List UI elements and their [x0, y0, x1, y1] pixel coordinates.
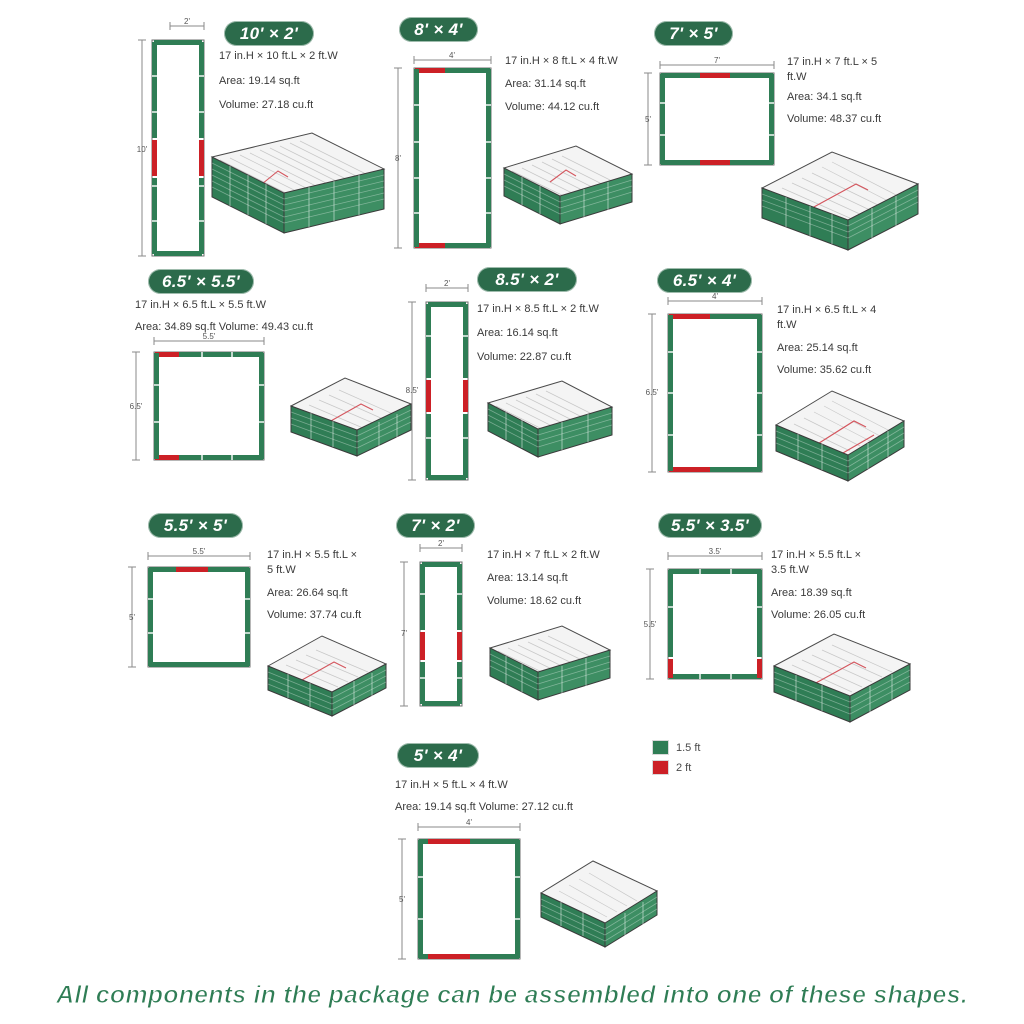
size-badge-8x4: 8' × 4'	[399, 17, 478, 42]
size-badge-7x5: 7' × 5'	[654, 21, 733, 46]
spec-area-55x35: Area: 18.39 sq.ft	[771, 587, 852, 599]
iso-bed-65x4	[770, 385, 910, 485]
spec-area-65x4: Area: 25.14 sq.ft	[777, 342, 858, 354]
plan-dim-h-7x5: 5'	[645, 115, 651, 124]
legend-label-2ft: 2 ft	[676, 761, 692, 774]
plan-dim-h-8x4: 8'	[395, 154, 401, 163]
iso-bed-7x5	[756, 146, 924, 254]
spec-volume-55x35: Volume: 26.05 cu.ft	[771, 609, 866, 621]
spec-dimensions-55x35: 17 in.H × 5.5 ft.L × 3.5 ft.W	[771, 549, 862, 576]
iso-bed-85x2	[482, 375, 618, 471]
plan-dim-w-65x55: 5.5'	[203, 332, 216, 341]
spec-dimensions-55x5: 17 in.H × 5.5 ft.L × 5 ft.W	[267, 549, 358, 576]
spec-volume-10x2: Volume: 27.18 cu.ft	[219, 99, 314, 111]
iso-bed-55x5	[262, 630, 392, 722]
size-badge-55x5: 5.5' × 5'	[148, 513, 243, 538]
plan-view-55x35: 3.5' 5.5'	[636, 545, 776, 689]
plan-dim-w-5x4: 4'	[466, 818, 472, 827]
plan-dim-w-55x35: 3.5'	[709, 547, 722, 556]
spec-area-7x5: Area: 34.1 sq.ft	[787, 91, 862, 103]
spec-volume-85x2: Volume: 22.87 cu.ft	[477, 351, 572, 363]
plan-dim-h-55x5: 5'	[129, 613, 135, 622]
legend-swatch-green	[652, 740, 669, 755]
plan-dim-h-5x4: 5'	[399, 895, 405, 904]
size-badge-5x4: 5' × 4'	[397, 743, 479, 768]
plan-dim-h-7x2: 7'	[401, 629, 407, 638]
iso-bed-5x4	[535, 855, 663, 951]
iso-bed-7x2	[484, 620, 616, 714]
plan-view-85x2: 2' 8.5'	[404, 278, 474, 490]
iso-bed-65x55	[285, 372, 417, 464]
spec-area-8x4: Area: 31.14 sq.ft	[505, 78, 586, 90]
spec-area-7x2: Area: 13.14 sq.ft	[487, 572, 568, 584]
spec-dimensions-7x2: 17 in.H × 7 ft.L × 2 ft.W	[487, 549, 600, 561]
iso-bed-55x35	[768, 628, 918, 726]
plan-dim-h-65x55: 6.5'	[130, 402, 143, 411]
legend-item-1-5ft: 1.5 ft	[652, 740, 700, 755]
legend-swatch-red	[652, 760, 669, 775]
panel-legend: 1.5 ft 2 ft	[652, 740, 700, 780]
plan-dim-h-65x4: 6.5'	[646, 388, 659, 397]
iso-bed-10x2	[204, 127, 390, 257]
plan-view-55x5: 5.5' 5'	[118, 545, 258, 677]
plan-view-7x5: 7' 5'	[640, 55, 780, 175]
spec-dimensions-65x4: 17 in.H × 6.5 ft.L × 4 ft.W	[777, 304, 877, 331]
spec-dimensions-85x2: 17 in.H × 8.5 ft.L × 2 ft.W	[477, 303, 599, 315]
plan-dim-h-10x2: 10'	[137, 145, 148, 154]
spec-dimensions-8x4: 17 in.H × 8 ft.L × 4 ft.W	[505, 55, 618, 67]
plan-dim-w-55x5: 5.5'	[193, 547, 206, 556]
size-badge-85x2: 8.5' × 2'	[477, 267, 577, 292]
size-badge-65x55: 6.5' × 5.5'	[148, 269, 254, 294]
plan-dim-w-85x2: 2'	[444, 279, 450, 288]
spec-volume-7x5: Volume: 48.37 cu.ft	[787, 113, 882, 125]
spec-dimensions-5x4: 17 in.H × 5 ft.L × 4 ft.W	[395, 779, 508, 791]
spec-dimensions-7x5: 17 in.H × 7 ft.L × 5 ft.W	[787, 56, 878, 83]
spec-dimensions-65x55: 17 in.H × 6.5 ft.L × 5.5 ft.W	[135, 299, 267, 311]
plan-dim-h-55x35: 5.5'	[644, 620, 657, 629]
spec-dimensions-10x2: 17 in.H × 10 ft.L × 2 ft.W	[219, 50, 338, 62]
plan-view-5x4: 4' 5'	[390, 815, 530, 967]
spec-volume-65x4: Volume: 35.62 cu.ft	[777, 364, 872, 376]
plan-view-7x2: 2' 7'	[396, 538, 470, 716]
spec-areavolume-5x4: Area: 19.14 sq.ft Volume: 27.12 cu.ft	[395, 801, 573, 813]
plan-view-8x4: 4' 8'	[390, 50, 498, 258]
plan-view-65x55: 5.5' 6.5'	[124, 330, 272, 470]
plan-dim-w-7x2: 2'	[438, 539, 444, 548]
footer-caption: All components in the package can be ass…	[56, 981, 969, 1010]
plan-dim-w-65x4: 4'	[712, 292, 718, 301]
plan-dim-w-8x4: 4'	[449, 51, 455, 60]
spec-volume-55x5: Volume: 37.74 cu.ft	[267, 609, 362, 621]
iso-bed-8x4	[498, 140, 638, 242]
spec-area-10x2: Area: 19.14 sq.ft	[219, 75, 300, 87]
size-badge-10x2: 10' × 2'	[224, 21, 314, 46]
spec-area-55x5: Area: 26.64 sq.ft	[267, 587, 348, 599]
plan-dim-w-7x5: 7'	[714, 56, 720, 65]
spec-areavolume-65x55: Area: 34.89 sq.ft Volume: 49.43 cu.ft	[135, 321, 313, 333]
plan-dim-h-85x2: 8.5'	[406, 386, 419, 395]
plan-view-10x2: 2' 10'	[128, 16, 208, 264]
plan-dim-w-10x2: 2'	[184, 17, 190, 26]
size-badge-7x2: 7' × 2'	[396, 513, 475, 538]
legend-item-2ft: 2 ft	[652, 760, 700, 775]
legend-label-1-5ft: 1.5 ft	[676, 741, 701, 754]
spec-area-85x2: Area: 16.14 sq.ft	[477, 327, 558, 339]
spec-volume-7x2: Volume: 18.62 cu.ft	[487, 595, 582, 607]
plan-view-65x4: 4' 6.5'	[640, 290, 770, 480]
size-badge-55x35: 5.5' × 3.5'	[658, 513, 762, 538]
spec-volume-8x4: Volume: 44.12 cu.ft	[505, 101, 600, 113]
size-badge-65x4: 6.5' × 4'	[657, 268, 752, 293]
